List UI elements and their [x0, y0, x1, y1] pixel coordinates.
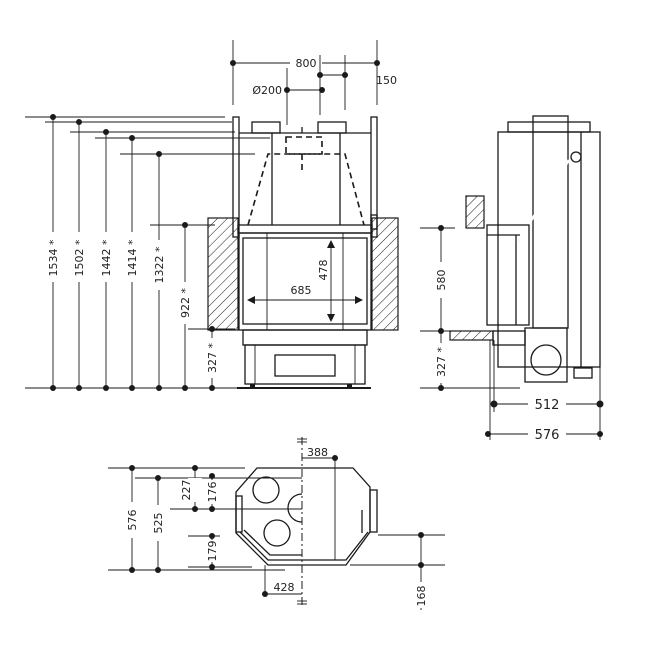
- glass-width-label: 685: [291, 284, 312, 297]
- side-door: [486, 224, 530, 326]
- center-right-388-label: 388: [307, 446, 328, 459]
- plan-depth-525-label: 525: [152, 513, 165, 534]
- side-floor-height-label: 327 *: [435, 347, 448, 377]
- depth-512-label: 512: [535, 398, 560, 413]
- height-1414-label: 1414 *: [126, 239, 139, 276]
- height-1502-label: 1502 *: [73, 239, 86, 276]
- air-inlet: [530, 344, 562, 376]
- glass-height-label: 478: [317, 260, 330, 281]
- flue-diameter-label: Ø200: [252, 84, 282, 97]
- side-offset-168-label: 168: [415, 586, 428, 607]
- height-922-label: 922 *: [179, 288, 192, 318]
- height-1442-label: 1442 *: [100, 239, 113, 276]
- top-dimensions: 800 150 Ø200: [230, 40, 397, 125]
- flue-offset-179-label: 179: [206, 541, 219, 562]
- front-view: 1534 * 1502 * 1442 * 1414 * 1322 * 922 *…: [25, 40, 399, 391]
- height-1534-label: 1534 *: [47, 239, 60, 276]
- insulation-wall-right: [371, 217, 399, 331]
- side-view: 580 327 * 512 576: [420, 115, 604, 443]
- offset-150-label: 150: [376, 74, 397, 87]
- ash-drawer: [274, 354, 336, 377]
- fireplace-front-body: 685 478: [207, 116, 399, 389]
- height-dimensions: 1534 * 1502 * 1442 * 1414 * 1322 * 922 *…: [25, 114, 270, 391]
- plan-view: 576 525 227 176 179 388 428 168: [108, 437, 445, 610]
- flue-outlet-1: [252, 476, 280, 504]
- plan-depth-576-label: 576: [126, 510, 139, 531]
- flue-collar-left: [251, 121, 281, 134]
- center-left-428-label: 428: [274, 581, 295, 594]
- depth-576-label: 576: [535, 428, 560, 443]
- hinge-icon: [570, 151, 582, 163]
- flue-collar-right: [317, 121, 347, 134]
- width-800-label: 800: [296, 57, 317, 70]
- height-1322-label: 1322 *: [153, 246, 166, 283]
- height-327-label: 327 *: [206, 343, 219, 373]
- flue-offset-176-label: 176: [206, 482, 219, 503]
- flue-outlet-2: [263, 519, 291, 547]
- insulation-wall-left: [207, 217, 239, 331]
- side-glass-height-label: 580: [435, 270, 448, 291]
- flue-outlet-3: [287, 493, 303, 523]
- glass-door: [242, 237, 368, 325]
- flue-offset-227-label: 227: [180, 480, 193, 501]
